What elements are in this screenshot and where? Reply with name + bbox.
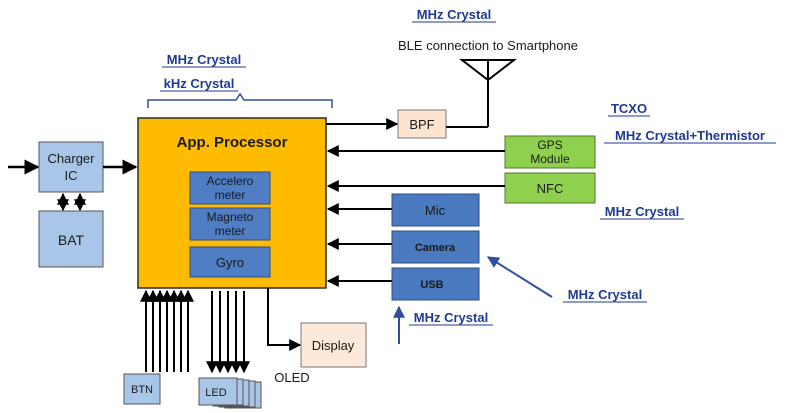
display-block (300, 322, 367, 368)
mic-label: Mic (425, 203, 446, 218)
led-arrows (206, 291, 250, 374)
btn-label: BTN (131, 384, 153, 396)
camera-block (391, 230, 480, 264)
processor-to-display-arrow (267, 288, 302, 351)
nfc-block (504, 172, 596, 204)
magnetometer-label-line1: Magneto (207, 210, 254, 224)
battery-label: BAT (58, 232, 85, 248)
oled-label: OLED (274, 370, 309, 385)
antenna-icon (459, 59, 517, 127)
charger-ic-label-line1: Charger (48, 151, 96, 166)
usb-block (391, 267, 480, 301)
nfc-crystal-label: MHz Crystal (605, 204, 679, 219)
btn-block (123, 373, 161, 405)
charger-ic-block (38, 141, 104, 193)
led-block (198, 377, 238, 406)
camera-crystal-arrow (486, 256, 553, 298)
magnetometer-block (189, 207, 271, 241)
battery-block (38, 210, 104, 268)
gps-module-label-line1: GPS (537, 138, 562, 152)
ble-crystal-label: MHz Crystal (417, 7, 491, 22)
accelerometer-block (189, 171, 271, 205)
gps-module-label-line2: Module (530, 152, 570, 166)
app-crystal-khz-label: kHz Crystal (164, 76, 235, 91)
gyro-label: Gyro (216, 255, 244, 270)
mic-block (391, 193, 480, 227)
accelerometer-label-line1: Accelero (207, 174, 254, 188)
usb-label: USB (420, 279, 443, 291)
app-processor-label: App. Processor (177, 134, 288, 151)
ble-connection-label: BLE connection to Smartphone (398, 38, 578, 53)
charger-ic-label-line2: IC (65, 168, 78, 183)
app-crystal-mhz-label: MHz Crystal (167, 52, 241, 67)
nfc-label: NFC (537, 181, 564, 196)
led-stack (198, 377, 262, 409)
display-label: Display (312, 338, 355, 353)
btn-arrows (140, 289, 194, 372)
accelerometer-label-line2: meter (215, 188, 246, 202)
tcxo-label: TCXO (611, 101, 647, 116)
magnetometer-label-line2: meter (215, 224, 246, 238)
bpf-block (397, 109, 447, 139)
gps-crystal-label: MHz Crystal+Thermistor (615, 128, 765, 143)
camera-label: Camera (415, 242, 456, 254)
usb-crystal-label: MHz Crystal (414, 310, 488, 325)
gyro-block (189, 246, 271, 278)
camera-crystal-label: MHz Crystal (568, 287, 642, 302)
crystal-brace (147, 92, 333, 108)
led-label: LED (205, 387, 226, 399)
bpf-label: BPF (409, 117, 434, 132)
